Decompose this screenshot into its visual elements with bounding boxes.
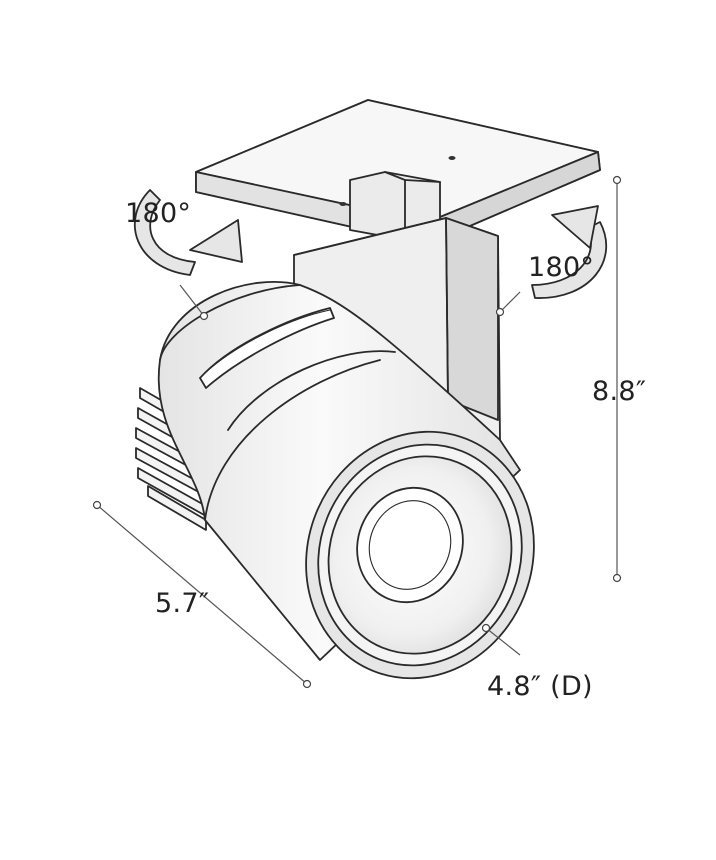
front-bezel: [305, 430, 535, 680]
rotation-label-right: 180°: [528, 252, 594, 283]
rotation-arrow-left-icon: [134, 189, 243, 276]
dimension-lines: [92, 175, 622, 689]
length-label: 5.7″: [155, 588, 209, 619]
lamp-housing: [157, 281, 521, 661]
rotation-label-left: 180°: [125, 198, 191, 229]
rotation-arrow-right-icon: [531, 205, 608, 299]
height-label: 8.8″: [592, 376, 646, 407]
diameter-label: 4.8″ (D): [487, 671, 593, 702]
